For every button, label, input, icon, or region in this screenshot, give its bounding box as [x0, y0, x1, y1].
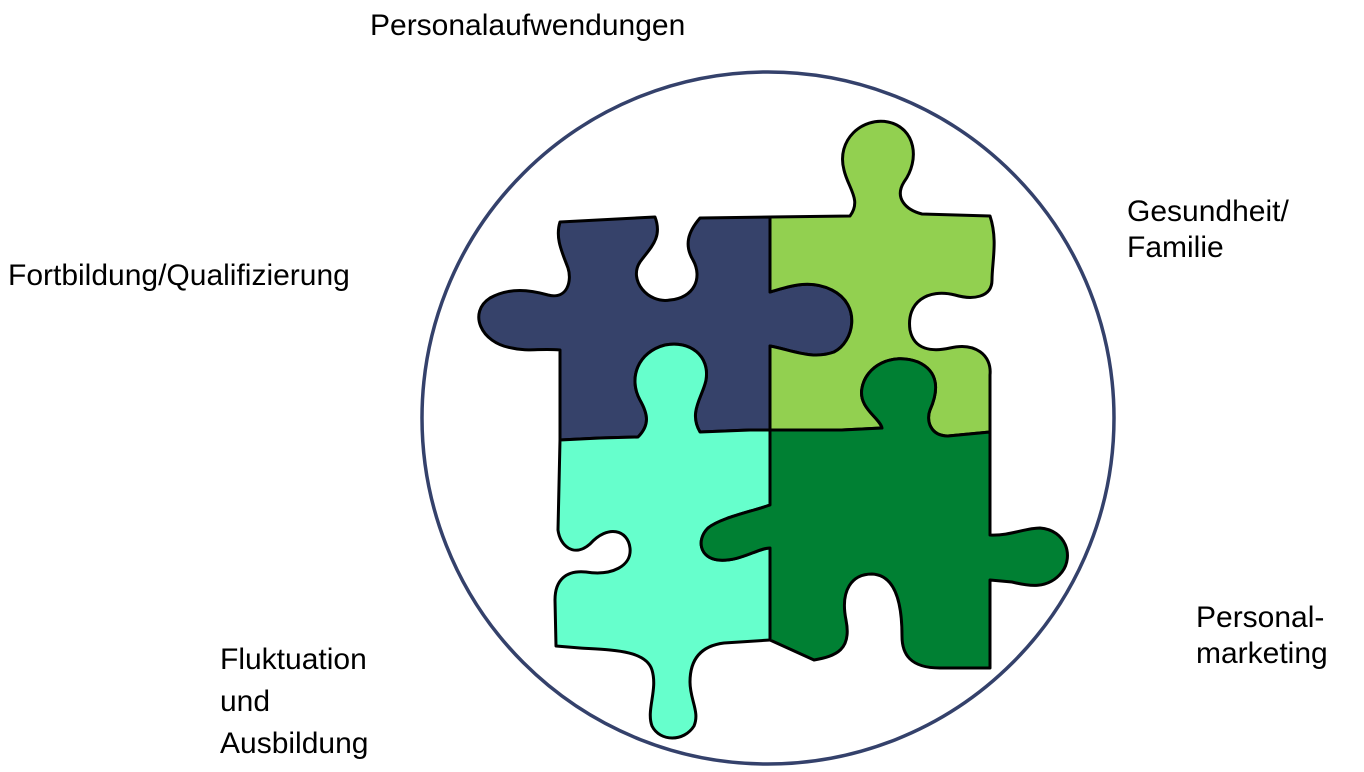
label-line: Fluktuation: [220, 643, 367, 676]
label-line: Personalaufwendungen: [370, 9, 686, 42]
label-personalaufwendungen: Personalaufwendungen: [370, 8, 685, 44]
label-line: Fortbildung/Qualifizierung: [8, 259, 350, 292]
label-line: marketing: [1196, 637, 1328, 670]
enclosing-circle: [420, 70, 1116, 766]
label-line: Personal-: [1196, 601, 1325, 634]
label-personalmarketing: Personal- marketing: [1196, 600, 1328, 672]
label-line: und: [220, 685, 271, 718]
puzzle-piece-light-green: [768, 119, 996, 438]
label-fluktuation-ausbildung: Fluktuation und Ausbildung: [220, 639, 368, 765]
label-line: Gesundheit/: [1127, 195, 1289, 228]
puzzle-piece-dark-green: [699, 357, 1069, 670]
label-fortbildung-qualifizierung: Fortbildung/Qualifizierung: [8, 258, 350, 294]
label-line: Ausbildung: [220, 727, 369, 760]
label-line: Familie: [1127, 231, 1224, 264]
puzzle-piece-aqua: [553, 342, 772, 740]
label-gesundheit-familie: Gesundheit/ Familie: [1127, 194, 1289, 266]
